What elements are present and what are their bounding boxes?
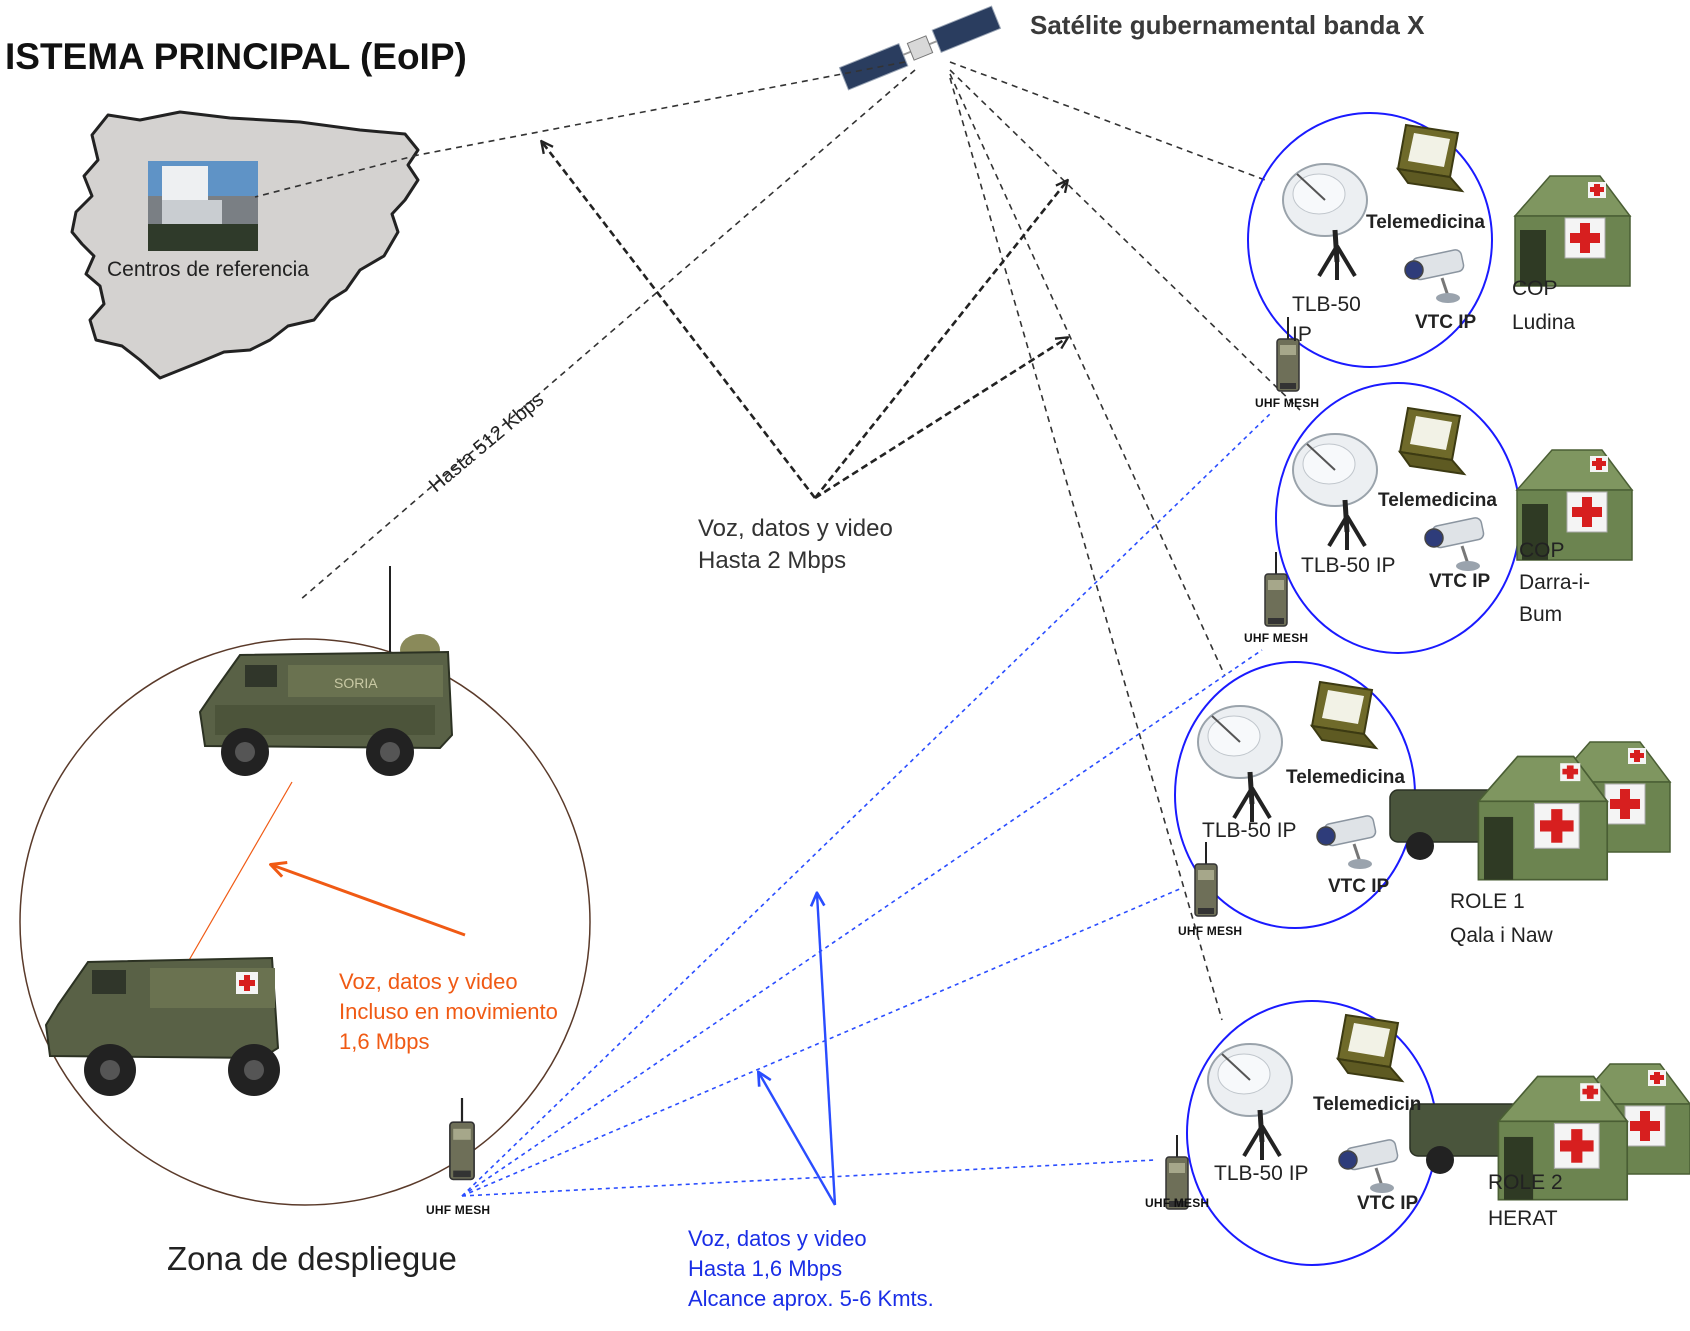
site4-vtc-label: VTC IP <box>1357 1193 1419 1214</box>
site1-radio-label: UHF MESH <box>1255 396 1320 410</box>
mesh-site4 <box>461 1159 1156 1197</box>
mesh-site2 <box>461 649 1263 1197</box>
site2-terminal-label: TLB-50 IP <box>1301 554 1396 577</box>
site2-vtc-label: VTC IP <box>1429 571 1491 592</box>
site-circle-2 <box>1275 382 1521 654</box>
site4-name-label: ROLE 2 HERAT <box>1488 1171 1563 1230</box>
site2-name-label: COP Darra-i- Bum <box>1519 539 1591 626</box>
site3-name-label: ROLE 1 Qala i Naw <box>1450 890 1553 947</box>
site2-telemedicine-label: Telemedicina <box>1378 490 1497 511</box>
site2-camera-icon <box>1423 515 1487 573</box>
site1-tent-icon <box>1514 175 1631 287</box>
vehicle-soria <box>198 566 454 776</box>
site2-radio-label: UHF MESH <box>1244 631 1309 645</box>
link-sat-site1 <box>949 61 1266 181</box>
site1-name-label: COP Ludina <box>1512 277 1576 334</box>
link-sat-site4 <box>949 77 1223 1021</box>
site-circle-4 <box>1186 1000 1438 1266</box>
satellite-link-arrows <box>542 142 1067 500</box>
site1-laptop-icon <box>1397 124 1463 192</box>
site3-radio-icon <box>1194 841 1218 917</box>
arrow-to-sat-b <box>814 338 1067 500</box>
vehicle-link-arrow <box>272 865 466 937</box>
site3-vtc-label: VTC IP <box>1328 876 1390 897</box>
site3-dish-icon <box>1198 706 1282 822</box>
site-circle-1 <box>1247 112 1493 368</box>
site4-radio-label: UHF MESH <box>1145 1196 1210 1210</box>
mesh-arrow-left <box>759 1073 837 1206</box>
site2-laptop-icon <box>1399 407 1465 475</box>
site1-camera-icon <box>1403 247 1467 305</box>
site1-telemedicine-label: Telemedicina <box>1366 212 1485 233</box>
site3-laptop-icon <box>1311 681 1377 749</box>
satellite-icon <box>838 5 1002 91</box>
deployment-zone-circle <box>19 638 591 1206</box>
link-sat-site2 <box>949 69 1301 411</box>
site4-terminal-label: TLB-50 IP <box>1214 1162 1309 1185</box>
vehicle-marking: SORIA <box>334 675 378 691</box>
link-sat-site3 <box>949 73 1226 677</box>
satellite-link-label: Voz, datos y video Hasta 2 Mbps <box>698 515 893 574</box>
site1-dish-icon <box>1283 164 1367 280</box>
site4-camera-icon <box>1337 1137 1401 1195</box>
site3-camera-icon <box>1315 813 1379 871</box>
mesh-site3 <box>461 887 1183 1197</box>
mesh-link-label: Voz, datos y video Hasta 1,6 Mbps Alcanc… <box>688 1226 934 1311</box>
site1-terminal-label: TLB-50 IP <box>1292 293 1361 346</box>
uhf-radio-zone-icon <box>448 1096 476 1181</box>
arrow-to-spain <box>542 142 817 499</box>
reference-center-label: Centros de referencia <box>107 258 309 281</box>
site3-tent-icon-front <box>1477 755 1609 881</box>
site3-terminal-label: TLB-50 IP <box>1202 819 1297 842</box>
link-sat-vehicle <box>299 69 916 601</box>
reference-center-photo <box>148 161 258 251</box>
vehicle-link-label: Voz, datos y video Incluso en movimiento… <box>339 969 558 1054</box>
mesh-arrows <box>759 894 837 1206</box>
vehicle-link-line <box>187 781 293 963</box>
satellite-label: Satélite gubernamental banda X <box>1030 10 1425 40</box>
site4-dish-icon <box>1208 1044 1292 1160</box>
mesh-links <box>461 411 1273 1197</box>
deployment-zone-label: Zona de despliegue <box>167 1240 457 1277</box>
site1-vtc-label: VTC IP <box>1415 312 1477 333</box>
satellite-links <box>254 61 1301 1021</box>
mesh-arrow-up <box>817 894 837 1206</box>
site4-telemedicine-label: Telemedicin <box>1313 1094 1422 1115</box>
vehicle-medical <box>44 956 280 1096</box>
arrow-to-sat-a <box>813 181 1067 499</box>
uhf-radio-zone-label: UHF MESH <box>426 1203 491 1217</box>
mesh-site1 <box>461 411 1273 1197</box>
site4-laptop-icon <box>1337 1014 1403 1082</box>
site2-dish-icon <box>1293 434 1377 550</box>
site3-telemedicine-label: Telemedicina <box>1286 767 1405 788</box>
link-sat-spain <box>417 61 906 156</box>
page-title: ISTEMA PRINCIPAL (EoIP) <box>5 36 467 77</box>
site3-radio-label: UHF MESH <box>1178 924 1243 938</box>
